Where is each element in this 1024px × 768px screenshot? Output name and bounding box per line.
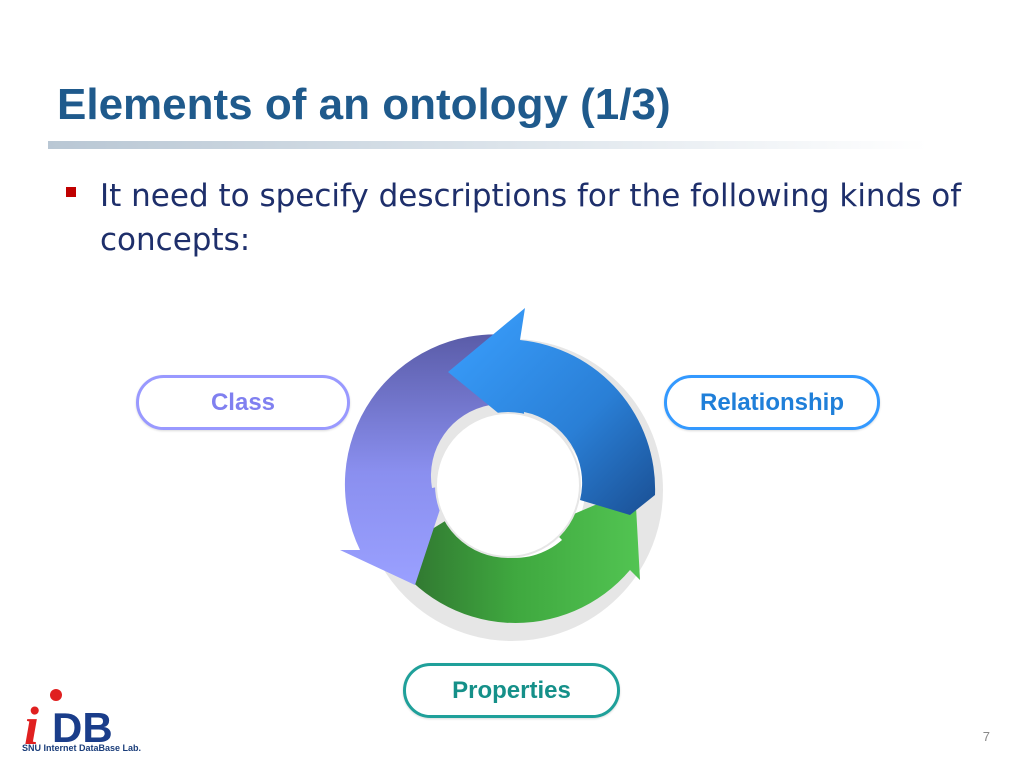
idb-logo: i DB xyxy=(24,689,113,754)
node-relationship: Relationship xyxy=(664,375,880,430)
logo-mark-db: DB xyxy=(52,704,113,751)
slide-title: Elements of an ontology (1/3) xyxy=(57,80,671,129)
logo-subtitle: SNU Internet DataBase Lab. xyxy=(22,743,142,753)
cycle-arrow-properties xyxy=(390,488,640,623)
cycle-arrow-relationship xyxy=(448,308,656,515)
logo-mark-i: i xyxy=(24,696,39,754)
bullet-text: It need to specify descriptions for the … xyxy=(100,178,962,258)
bullet-square-icon xyxy=(66,187,76,197)
cycle-diagram xyxy=(340,308,663,641)
node-class: Class xyxy=(136,375,350,430)
page-number: 7 xyxy=(982,729,990,744)
node-properties: Properties xyxy=(403,663,620,718)
title-underline xyxy=(48,141,928,149)
cycle-arrow-class xyxy=(340,334,508,585)
